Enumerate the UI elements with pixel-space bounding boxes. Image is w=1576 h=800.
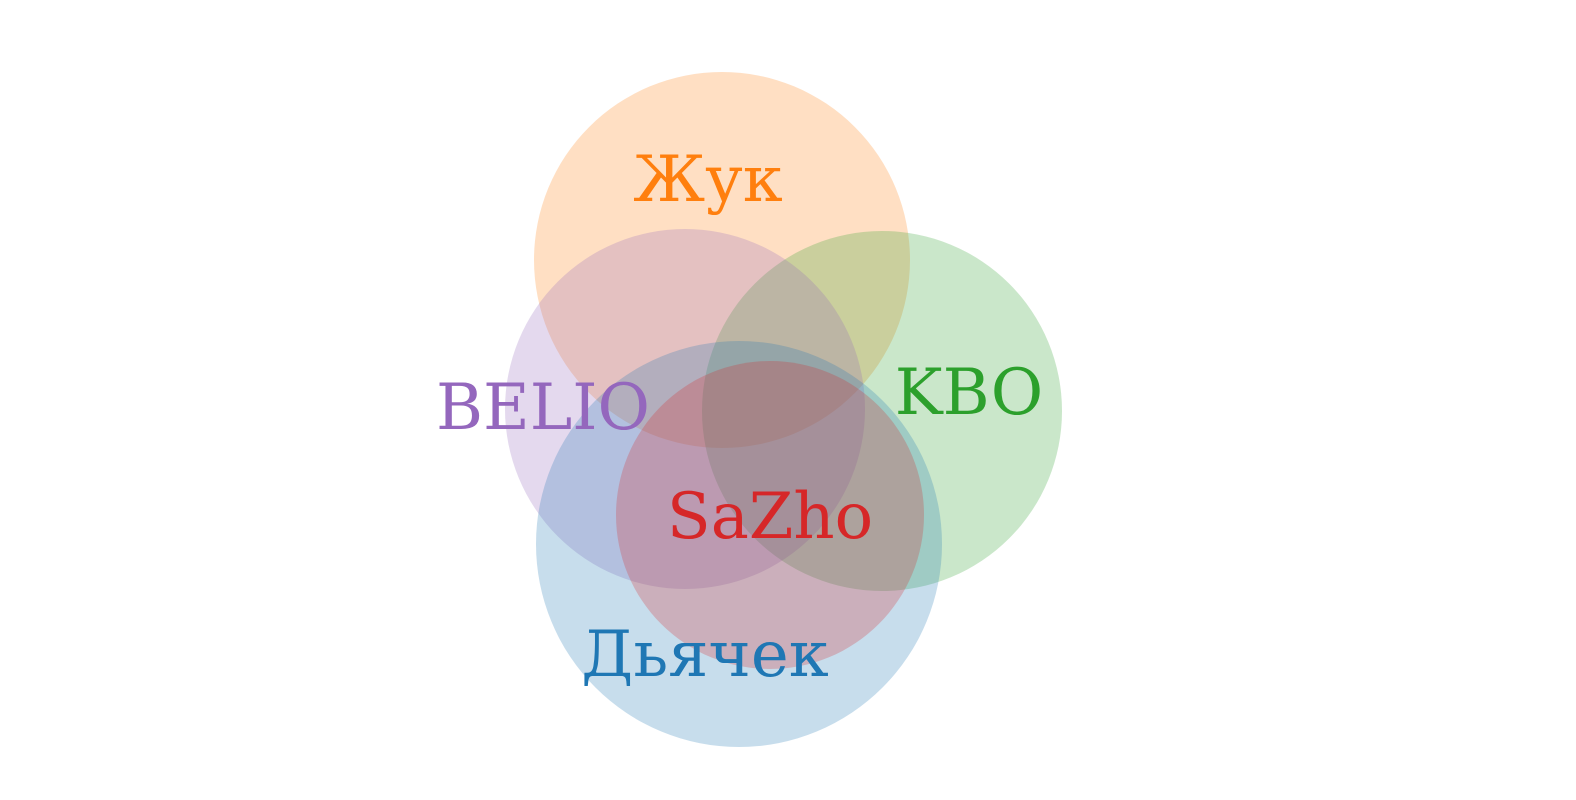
circle-belio: [505, 229, 865, 589]
circle-zhuk: [534, 72, 910, 448]
circle-kvo: [702, 231, 1062, 591]
circle-sazho: [616, 361, 924, 669]
circles-layer: [505, 72, 1062, 747]
circle-dyachek: [536, 341, 942, 747]
label-dyachek: Дьячек: [581, 618, 828, 692]
label-kvo: KBO: [895, 356, 1044, 430]
label-belio: BELIO: [436, 371, 650, 445]
label-zhuk: Жук: [633, 143, 783, 217]
labels-layer: Жук KBO BELIO Дьячек SaZho: [436, 143, 1043, 692]
label-sazho: SaZho: [667, 480, 873, 554]
